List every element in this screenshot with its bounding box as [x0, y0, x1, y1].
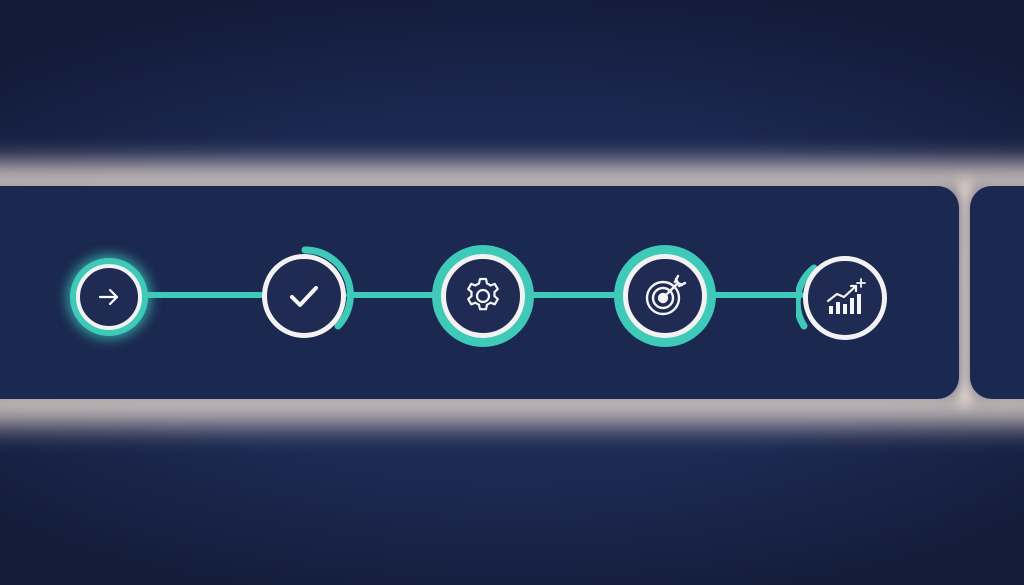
step-progress-arc [796, 264, 818, 330]
step-growth[interactable] [796, 250, 892, 346]
step-settings[interactable] [432, 245, 534, 347]
growth-chart-icon [826, 278, 866, 314]
step-start[interactable] [70, 258, 148, 336]
connector-line [526, 292, 624, 298]
bottom-glow [0, 392, 1024, 440]
arrow-right-icon [98, 288, 119, 306]
step-check[interactable] [256, 246, 354, 344]
checkmark-icon [290, 286, 318, 307]
connector-line [346, 292, 440, 298]
step-progress-arc [301, 246, 354, 330]
connector-line [146, 292, 264, 298]
top-glow [0, 150, 1024, 192]
gear-icon [467, 277, 499, 311]
side-panel [970, 186, 1024, 399]
connector-line [708, 292, 804, 298]
target-icon [645, 274, 687, 316]
step-goal[interactable] [614, 245, 716, 347]
gap-glow [958, 182, 972, 404]
